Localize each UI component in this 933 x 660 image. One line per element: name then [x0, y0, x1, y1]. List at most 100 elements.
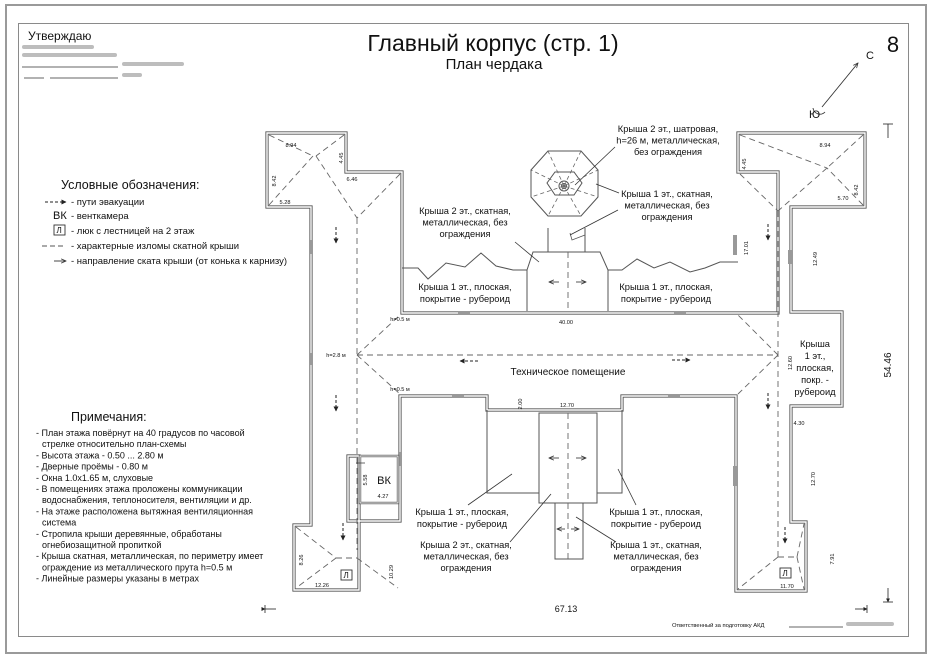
- roof-label-flat-top-left: Крыша 1 эт., плоская, покрытие - рубероид: [418, 282, 511, 304]
- roof-label-line: покрытие - рубероид: [420, 294, 511, 304]
- dimension-bl-right: 10.29: [389, 565, 395, 579]
- svg-text:Л: Л: [344, 571, 349, 580]
- roof-label-line: Крыша 1 эт., плоская,: [415, 507, 508, 517]
- roof-label-line: 1 эт.,: [805, 351, 826, 361]
- roof-label-flat-bottom-right: Крыша 1 эт., плоская, покрытие - рубероид: [609, 507, 702, 529]
- roof-label-line: Крыша 1 эт., плоская,: [609, 507, 702, 517]
- hatch-icon: [779, 567, 792, 579]
- roof-label-line: металлическая, без: [423, 552, 508, 562]
- roof-label-line: ограждения: [630, 563, 681, 573]
- roof-outline-bottom: [486, 410, 623, 560]
- roof-label-pitched-2-bottom: Крыша 2 эт., скатная,металлическая, безо…: [420, 540, 512, 573]
- dimension-vk-width: 4.27: [378, 494, 389, 500]
- roof-label-line: без ограждения: [634, 147, 702, 157]
- roof-label-flat-top-right: Крыша 1 эт., плоская,покрытие - рубероид: [619, 282, 712, 304]
- dimension-tr-bottom: 5.70: [838, 196, 849, 202]
- compass-north-label: С: [866, 50, 874, 62]
- note-line: - Линейные размеры указаны в метрах: [36, 574, 200, 584]
- roof-break-lines: [268, 134, 864, 590]
- dimension-h-mid: h=2.8 м: [326, 353, 346, 359]
- roof-label-line: металлическая, без: [613, 552, 698, 562]
- compass-icon: С Ю: [809, 50, 874, 121]
- roof-label-line: покрытие - рубероид: [417, 519, 508, 529]
- total-width-dimension: 67.13: [555, 604, 578, 614]
- dimension-tl-bottom: 5.28: [280, 200, 291, 206]
- dimension-right-annex-height: 12.60: [788, 356, 794, 370]
- legend-item-label: - венткамера: [71, 211, 129, 222]
- hatch-bottom-right: Л: [779, 567, 792, 579]
- leader-lines: [467, 146, 637, 543]
- roof-label-pitched-2-top: Крыша 2 эт., скатная,металлическая, безо…: [419, 206, 511, 239]
- legend-item-label: - направление ската крыши (от конька к к…: [71, 256, 287, 267]
- dimension-tl-right: 4.45: [339, 153, 345, 164]
- note-line: водоснабжения, теплоносителя, вентиляции…: [42, 495, 252, 505]
- drawing-title: Главный корпус (стр. 1): [367, 30, 618, 56]
- roof-label-line: Крыша 1 эт., скатная,: [621, 189, 713, 199]
- drawing-frame: [18, 23, 909, 637]
- note-line: - План этажа повёрнут на 40 градусов по …: [36, 428, 245, 438]
- dimension-br-right: 7.91: [830, 554, 836, 565]
- note-line: огнебиозащитной пропиткой: [42, 540, 161, 550]
- notes-title: Примечания:: [71, 410, 147, 424]
- dimension-tr-top: 8.94: [820, 143, 831, 149]
- vk-room: ВК: [356, 454, 400, 505]
- dimension-right-annex-width: 4.30: [794, 421, 805, 427]
- roof-label-line: ограждения: [440, 563, 491, 573]
- dimension-h-top: h=0.5 м: [390, 317, 410, 323]
- note-line: - Крыша скатная, металлическая, по перим…: [36, 551, 263, 561]
- dimension-notch-depth: 2.00: [518, 399, 524, 410]
- vk-symbol: ВК: [53, 210, 67, 222]
- dimension-br-bottom: 11.70: [780, 584, 794, 590]
- roof-label-line: Крыша 1 эт., плоская,: [418, 282, 511, 292]
- redacted-name: [122, 62, 184, 66]
- roof-label-line: Крыша 1 эт., скатная,: [610, 540, 702, 550]
- note-line: - На этаже расположена вытяжная вентиляц…: [36, 506, 253, 516]
- legend-title: Условные обозначения:: [61, 178, 200, 192]
- roof-label-line: Крыша 2 эт., шатровая,: [618, 124, 718, 134]
- roof-label-line: h=26 м, металлическая,: [616, 136, 719, 146]
- dimension-tl-top: 8.94: [286, 143, 297, 149]
- dimension-labels: 8.944.458.425.286.468.944.458.425.7017.0…: [272, 143, 860, 590]
- technical-room-label: Техническое помещение: [511, 367, 626, 378]
- roof-label-flat-bottom-left: Крыша 1 эт., плоская, покрытие - рубероид: [415, 507, 508, 529]
- dimension-right-wing-inner: 12.49: [813, 252, 819, 266]
- total-height-dimension: 54.46: [883, 352, 894, 377]
- compass-south-label: Ю: [809, 109, 820, 121]
- legend: Условные обозначения: - пути эвакуации В…: [42, 178, 287, 267]
- roof-label-line: плоская,: [796, 363, 833, 373]
- vk-label: ВК: [377, 475, 391, 487]
- roof-label-line: металлическая, без: [422, 218, 507, 228]
- page-number: 8: [887, 32, 899, 57]
- dimension-h-bottom: h=0.5 м: [390, 387, 410, 393]
- roof-labels: Крыша 2 эт., шатровая, h=26 м, металличес…: [415, 124, 836, 573]
- dimension-tr-left: 4.45: [742, 159, 748, 170]
- approve-label: Утверждаю: [28, 29, 91, 43]
- roof-label-pitched-1-top: Крыша 1 эт., скатная,металлическая, безо…: [621, 189, 713, 222]
- svg-text:Л: Л: [57, 226, 62, 235]
- tent-roof-ridges: [530, 150, 599, 217]
- roof-label-line: покрытие - рубероид: [611, 519, 702, 529]
- note-line: система: [42, 518, 76, 528]
- note-line: - Стропила крыши деревянные, обработаны: [36, 529, 222, 539]
- roof-outline-top: [402, 150, 738, 311]
- drawing-subtitle: План чердака: [446, 56, 543, 73]
- note-line: - Дверные проёмы - 0.80 м: [36, 462, 148, 472]
- roof-label-line: Крыша: [800, 339, 831, 349]
- dimension-bl-bottom: 12.26: [315, 583, 329, 589]
- overall-dimensions: [261, 123, 893, 613]
- roof-label-tent-roof: Крыша 2 эт., шатровая, h=26 м, металличес…: [616, 124, 719, 157]
- hatch-symbol-icon: [53, 224, 66, 236]
- dimension-tr-right: 8.42: [854, 185, 860, 196]
- redacted-position: [22, 45, 94, 49]
- roof-label-line: покр. -: [801, 375, 829, 385]
- dimension-center-width: 40.00: [559, 320, 573, 326]
- slope-arrows: [549, 282, 586, 529]
- note-line: стрелке относительно план-схемы: [42, 439, 186, 449]
- dimension-notch-width: 12.70: [560, 403, 574, 409]
- redacted-responsible-name: [846, 622, 894, 626]
- roof-label-line: Крыша 2 эт., скатная,: [419, 206, 511, 216]
- dimension-tl-inner: 6.46: [347, 177, 358, 183]
- dimension-right-lower: 12.70: [811, 472, 817, 486]
